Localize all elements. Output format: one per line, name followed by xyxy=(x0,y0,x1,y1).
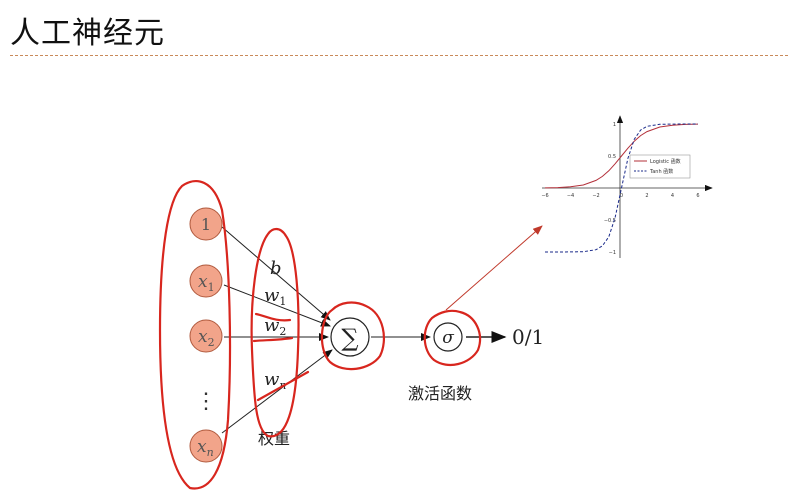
plot-legend: Logistic 函数 Tanh 函数 xyxy=(629,154,691,179)
x-tick-label: 4 xyxy=(671,193,674,199)
activation-loop-annotation xyxy=(423,309,482,367)
plot-series xyxy=(544,123,699,253)
x-tick-label: −4 xyxy=(567,193,574,199)
x-tick-label: 0 xyxy=(620,193,623,199)
y-tick-labels: 1 0.5 −0.5 −1 xyxy=(604,122,616,256)
input-node xyxy=(189,264,223,298)
inputs-loop-annotation xyxy=(158,180,232,490)
input-nodes xyxy=(189,207,223,463)
underline-wn xyxy=(256,370,310,402)
sum-loop-annotation xyxy=(320,301,385,371)
input-node xyxy=(189,429,223,463)
y-tick-label: −0.5 xyxy=(604,218,616,224)
x-tick-label: −6 xyxy=(541,193,548,199)
input-node xyxy=(189,207,223,241)
y-tick-label: 1 xyxy=(613,122,616,128)
pointer-arrow-to-plot xyxy=(445,225,543,311)
legend-label-logistic: Logistic 函数 xyxy=(650,158,681,165)
page-title: 人工神经元 xyxy=(10,16,165,51)
input-label-xn: xn xyxy=(197,437,214,459)
weight-label-w1: w1 xyxy=(264,285,286,308)
underline-w2 xyxy=(252,336,294,343)
activation-symbol: σ xyxy=(442,328,454,348)
output-label: 0/1 xyxy=(512,325,544,349)
weights-loop-annotation xyxy=(250,227,300,438)
connection-line xyxy=(223,284,331,327)
input-node xyxy=(189,319,223,353)
series-line-1 xyxy=(545,123,698,253)
x-tick-label: −2 xyxy=(592,193,599,199)
sum-node xyxy=(330,317,370,357)
input-label-x1: x1 xyxy=(198,272,215,294)
input-ellipsis: ⋮ xyxy=(195,389,217,414)
input-label-bias: 1 xyxy=(201,215,211,234)
underline-w1 xyxy=(254,312,292,322)
connection-line xyxy=(221,226,331,321)
input-label-x2: x2 xyxy=(198,327,215,349)
activation-node xyxy=(433,322,463,352)
weight-label-b: b xyxy=(270,258,282,279)
y-tick-label: 0.5 xyxy=(608,154,616,160)
sum-symbol: ∑ xyxy=(341,324,358,352)
input-connections xyxy=(221,226,507,434)
legend-label-tanh: Tanh 函数 xyxy=(649,168,673,175)
title-divider xyxy=(10,55,788,56)
y-tick-label: −1 xyxy=(609,250,616,256)
connection-line xyxy=(221,349,333,434)
series-line-0 xyxy=(544,123,699,189)
hand-annotations xyxy=(158,180,482,490)
weight-label-wn: wn xyxy=(264,369,287,392)
x-tick-label: 2 xyxy=(645,193,648,199)
x-tick-labels: −6 −4 −2 0 2 4 6 xyxy=(541,193,699,199)
x-tick-label: 6 xyxy=(696,193,699,199)
activation-plot: −6 −4 −2 0 2 4 6 1 0.5 −0.5 −1 Logistic 函数 Tanh 函… xyxy=(541,115,713,258)
activation-caption: 激活函数 xyxy=(408,384,472,403)
